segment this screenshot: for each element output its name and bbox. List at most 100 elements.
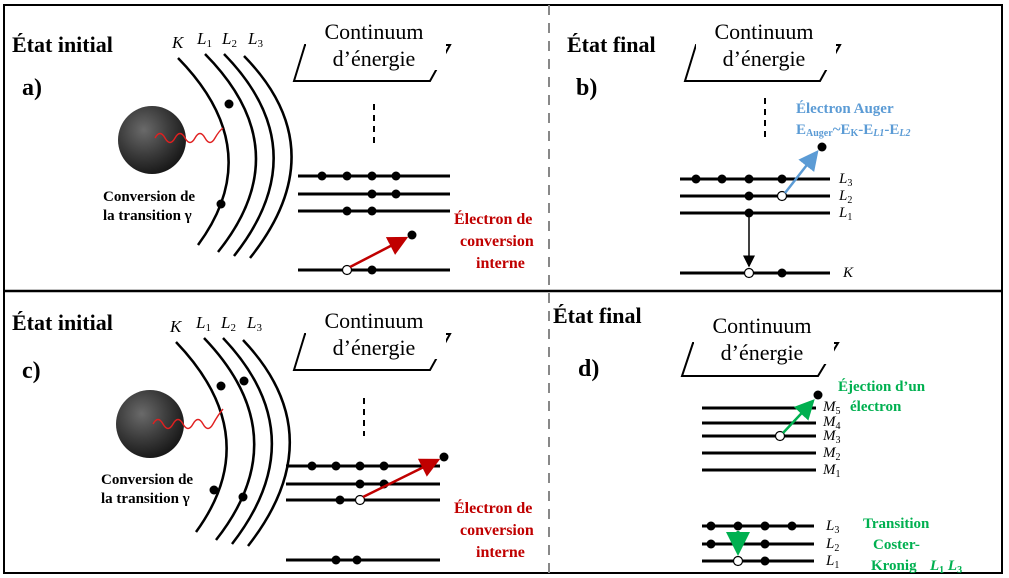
shell-electron	[238, 492, 248, 502]
level-label-l1: L1	[825, 553, 839, 571]
svg-text:L2: L2	[220, 313, 236, 334]
shell-l3-arc	[243, 55, 293, 259]
conversion-arrow	[362, 458, 441, 499]
electron-label-2: conversion	[460, 522, 534, 539]
panel-b: État final b) Continuum d’énergie Électr…	[567, 18, 911, 281]
level-electrons	[706, 521, 797, 566]
shell-electron	[209, 485, 219, 495]
auger-electron	[817, 142, 827, 152]
svg-text:L3: L3	[247, 29, 263, 50]
vacancy	[776, 190, 788, 202]
auger-title: Électron Auger	[796, 100, 894, 117]
continuum-label-1: Continuum	[712, 313, 811, 338]
vacancy	[354, 494, 366, 506]
level-label-l3: L3	[838, 171, 852, 189]
panel-c-shell-labels: K L1 L2 L3	[169, 313, 262, 336]
ejection-label-2: électron	[850, 399, 902, 415]
auger-formula: EAuger~EK-EL1-EL2	[796, 122, 911, 139]
nucleus-caption-2: la transition γ	[101, 491, 190, 507]
vacancy	[774, 430, 786, 442]
svg-text:L3: L3	[246, 313, 262, 334]
level-label-l3: L3	[825, 518, 839, 536]
electron-label-2: conversion	[460, 233, 534, 250]
level-label-m1: M1	[822, 462, 841, 480]
shell-sub-3: 3	[257, 38, 263, 50]
panel-b-state: État final	[567, 32, 656, 57]
shell-label-l2: L	[221, 29, 231, 48]
shell-l3-arc	[242, 339, 291, 547]
panel-c-letter: c)	[22, 358, 41, 384]
nucleus-caption-2: la transition γ	[103, 208, 192, 224]
level-label-l1: L1	[838, 205, 852, 223]
continuum-label-1: Continuum	[324, 308, 423, 333]
shell-k-arc	[177, 57, 230, 246]
shell-label-l1: L	[196, 29, 206, 48]
shell-l1-arc	[204, 53, 258, 253]
shell-electron	[216, 199, 226, 209]
panel-d: État final d) Continuum d’énergie Éjecti…	[553, 303, 962, 576]
shell-sub-1: 1	[206, 38, 212, 50]
level-label-l2: L2	[838, 188, 852, 206]
svg-text:L1: L1	[196, 29, 212, 50]
shell-label-l2: L	[220, 313, 230, 332]
shell-l2-arc	[223, 53, 275, 257]
panel-a: État initial a) K L1 L2 L3 Conversion de…	[12, 18, 534, 276]
level-label-m2: M2	[822, 445, 841, 463]
continuum-label-1: Continuum	[324, 19, 423, 44]
shell-k-arc	[175, 341, 228, 533]
shell-sub-2: 2	[230, 322, 236, 334]
shell-sub-2: 2	[231, 38, 237, 50]
panel-c-state: État initial	[12, 310, 113, 335]
panel-d-state: État final	[553, 303, 642, 328]
shell-label-k: K	[169, 317, 183, 336]
vacancy	[743, 267, 755, 279]
nucleus-caption-1: Conversion de	[103, 189, 195, 205]
continuum-label-1: Continuum	[714, 19, 813, 44]
svg-text:L2: L2	[221, 29, 237, 50]
level-label-l2: L2	[825, 536, 839, 554]
panel-a-letter: a)	[22, 75, 42, 101]
shell-electron	[224, 99, 234, 109]
shell-label-l3: L	[246, 313, 256, 332]
shell-sub-1: 1	[205, 322, 211, 334]
shell-label-k: K	[171, 33, 185, 52]
level-label-k: K	[842, 265, 854, 281]
ejected-electron	[439, 452, 449, 462]
coster-label-3: Kronig	[871, 558, 917, 574]
ejected-electron	[813, 390, 823, 400]
frame	[3, 4, 1003, 574]
level-electrons	[691, 174, 787, 278]
continuum-label-2: d’énergie	[333, 335, 416, 360]
shell-sub-3: 3	[256, 322, 262, 334]
panel-a-shell-labels: K L1 L2 L3	[171, 29, 263, 52]
panel-b-letter: b)	[576, 75, 597, 101]
shell-l1-arc	[203, 337, 256, 541]
coster-label-2: Coster-	[873, 537, 920, 553]
vacancy	[732, 555, 744, 567]
panel-c: État initial c) K L1 L2 L3 Conversion de…	[12, 307, 534, 565]
ejected-electron	[407, 230, 417, 240]
level-electrons	[317, 171, 401, 275]
ejection-arrow	[782, 399, 815, 434]
coster-levels: L1 L3	[929, 558, 962, 576]
ejection-label-1: Éjection d’un	[838, 378, 926, 395]
panel-d-letter: d)	[578, 356, 599, 382]
electron-label-1: Électron de	[454, 498, 532, 517]
shell-label-l1: L	[195, 313, 205, 332]
coster-label-1: Transition	[863, 516, 930, 532]
electron-label-3: interne	[476, 255, 525, 272]
nucleus-caption-1: Conversion de	[101, 472, 193, 488]
continuum-label-2: d’énergie	[333, 46, 416, 71]
conversion-arrow	[349, 236, 409, 269]
panel-a-state: État initial	[12, 32, 113, 57]
continuum-label-2: d’énergie	[723, 46, 806, 71]
continuum-label-2: d’énergie	[721, 340, 804, 365]
electron-label-3: interne	[476, 544, 525, 561]
nucleus	[116, 390, 184, 458]
nucleus	[118, 106, 186, 174]
level-electrons	[307, 461, 389, 565]
auger-arrow	[784, 150, 819, 194]
shell-electron	[239, 376, 249, 386]
vacancy	[341, 264, 353, 276]
